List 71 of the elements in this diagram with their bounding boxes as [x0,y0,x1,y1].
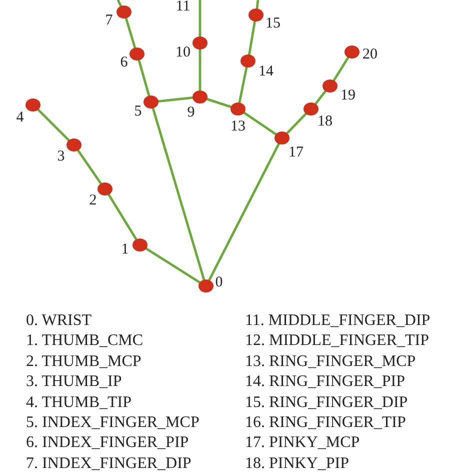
bone-line [116,0,122,8]
bone-line [248,20,256,56]
landmark-dot [144,96,158,108]
landmark-dot [132,238,148,252]
landmark-dot [130,48,144,60]
landmark-number: 7 [105,14,113,28]
landmark-dot [66,138,82,152]
landmark-number: 2 [89,194,97,208]
legend-entry: 14. RING_FINGER_PIP [245,374,406,390]
bone-line [76,149,102,185]
landmark-number: 10 [176,46,190,60]
landmark-dot [98,182,112,196]
landmark-number: 4 [16,110,24,126]
bone-line [332,56,350,82]
legend-entry: 6. INDEX_FINGER_PIP [26,435,189,452]
bone-line [144,247,202,284]
bone-line [198,0,202,37]
landmark-dot [304,102,318,116]
legend-entry: 17. PINKY_MCP [245,435,360,452]
landmark-number: 6 [120,56,128,70]
legend-entry: 2. THUMB_MCP [26,354,142,370]
bone-line [238,66,248,104]
bone-line [286,112,308,135]
legend-entry: 1. THUMB_CMC [26,333,144,350]
landmark-number: 17 [288,146,304,160]
landmark-dot [198,280,214,292]
bone-line [152,107,206,281]
landmark-number: 0 [215,276,223,290]
landmark-number: 5 [134,104,142,120]
landmark-number: 15 [266,16,280,32]
landmark-number: 11 [176,0,190,14]
bone-line [314,90,327,106]
bone-line [256,0,260,10]
landmark-dot [322,80,338,92]
legend-entry: 11. MIDDLE_FINGER_DIP [245,313,430,329]
legend-entry: 13. RING_FINGER_MCP [245,354,416,370]
bone-line [208,142,280,282]
bone-line [107,193,138,241]
landmark-number: 9 [187,106,195,120]
landmark-dot [116,6,132,18]
landmark-dot [248,8,264,22]
bone-line [124,17,136,49]
landmark-number: 3 [57,150,65,164]
legend-entry: 3. THUMB_IP [26,374,122,390]
bone-line [157,96,194,103]
landmark-number: 20 [362,48,378,62]
landmark-number: 19 [340,88,356,104]
bone-line [36,108,70,142]
landmark-dot [344,46,360,58]
landmark-dot [192,90,208,104]
landmark-number: 18 [318,114,332,130]
landmark-dot [240,54,256,68]
legend-entry: 12. MIDDLE_FINGER_TIP [245,333,429,350]
landmark-dot [26,98,40,112]
legend-entry: 18. PINKY_PIP [245,456,350,472]
bone-line [138,59,150,97]
legend-entry: 0. WRIST [26,313,92,329]
legend-entry: 4. THUMB_TIP [26,394,132,411]
landmark-number: 14 [258,64,274,80]
landmark-dot [230,102,246,116]
legend-entry: 15. RING_FINGER_DIP [245,394,408,411]
bone-line [206,98,232,108]
landmark-dot [192,36,208,50]
landmark-dot [274,132,290,144]
legend-entry: 16. RING_FINGER_TIP [245,415,406,431]
legend-entry: 5. INDEX_FINGER_MCP [26,415,200,431]
landmark-number: 1 [121,242,129,258]
legend-entry: 7. INDEX_FINGER_DIP [26,456,192,472]
landmark-number: 13 [230,120,246,134]
bone-line [198,49,202,91]
bone-line [242,111,278,136]
